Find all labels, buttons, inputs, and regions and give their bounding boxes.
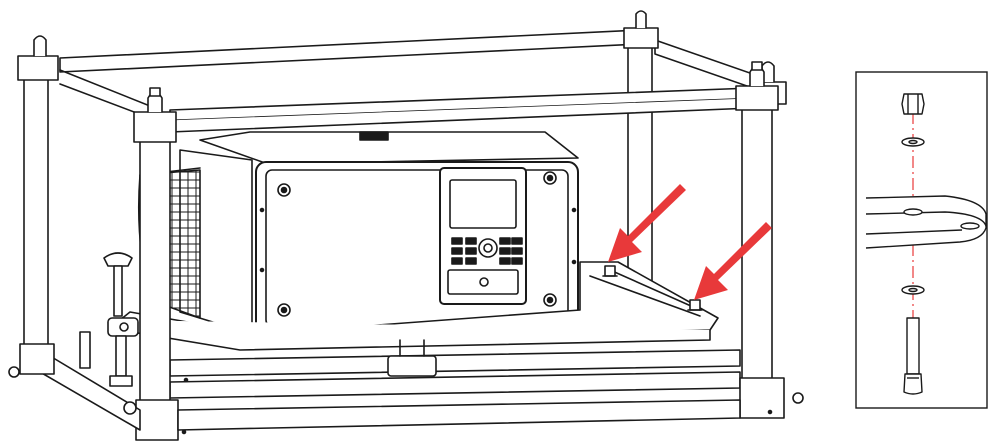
arrow-left [608,184,686,262]
main-view [8,10,804,441]
keypad [451,237,523,265]
frame-front-top-tube [169,87,753,133]
bolt-icon [903,317,923,395]
base-plate [119,261,719,351]
detail-view [855,71,988,409]
frame-back-tubes [59,29,771,119]
washer-top-icon [901,137,925,147]
plate-bolts [602,265,703,311]
arrow-indicators [608,184,772,300]
hex-nut-icon [901,93,925,115]
arrow-right [694,222,772,300]
washer-bottom-icon [901,285,925,295]
frame-front-left [8,87,189,441]
plate-section-icon [865,195,987,249]
tilt-adjuster [79,252,139,387]
projector [137,131,579,335]
